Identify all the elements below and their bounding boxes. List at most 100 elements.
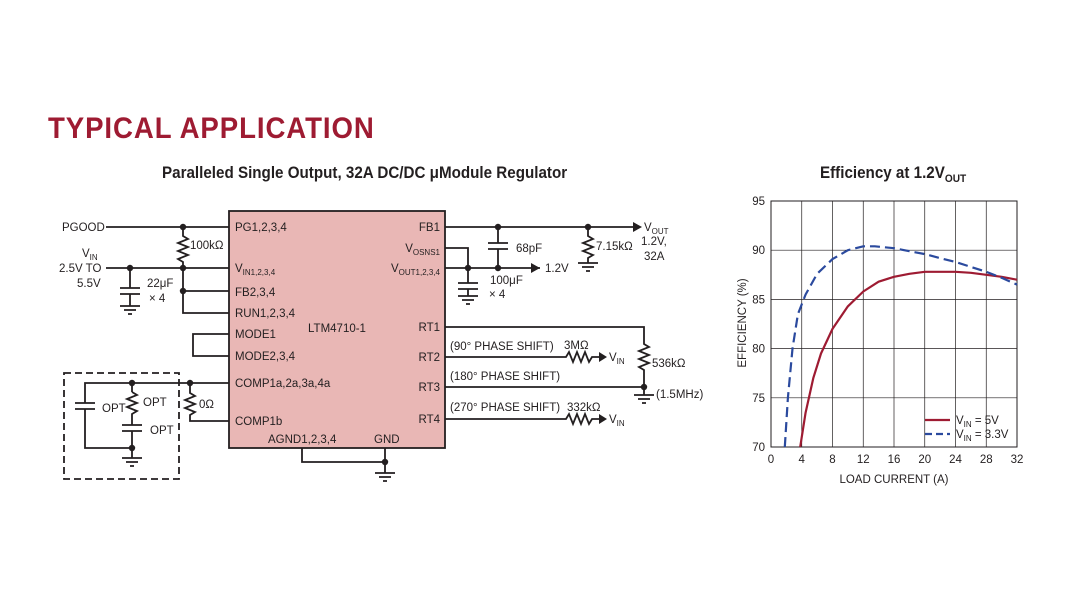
rfb-label: 7.15kΩ <box>596 241 633 253</box>
pin-mode1: MODE1 <box>235 329 276 341</box>
cap-68p <box>488 227 508 268</box>
resistor-opt <box>124 391 140 425</box>
vin-range-1: 2.5V TO <box>59 263 101 275</box>
cff-label: 68pF <box>516 243 542 255</box>
r536k-label: 536kΩ <box>652 358 686 370</box>
series-line <box>799 270 1018 448</box>
pgood-label: PGOOD <box>62 222 105 234</box>
cin-label: 22μF <box>147 278 173 290</box>
pin-mode2: MODE2,3,4 <box>235 351 296 363</box>
freq-label: (1.5MHz) <box>656 389 703 401</box>
ground-main <box>375 472 395 482</box>
y-axis-label: EFFICIENCY (%) <box>737 278 749 367</box>
pin-agnd: AGND1,2,3,4 <box>268 434 337 446</box>
series-line <box>783 245 1018 448</box>
mode-loop <box>192 333 229 357</box>
ground-cout <box>458 295 478 305</box>
pin-comp1b: COMP1b <box>235 416 282 428</box>
y-tick-label: 85 <box>752 294 765 306</box>
vosns-wire <box>445 247 469 268</box>
x-tick-label: 20 <box>918 454 931 466</box>
vout-arrow <box>633 222 642 232</box>
pin-pg: PG1,2,3,4 <box>235 222 287 234</box>
resistor-0ohm <box>182 383 229 422</box>
chart-title-main: Efficiency at 1.2V <box>820 164 945 182</box>
rt4-arrow <box>599 414 607 424</box>
chart-title: Efficiency at 1.2VOUT <box>820 164 966 185</box>
cout-label: 100μF <box>490 275 523 287</box>
vin-range-2: 5.5V <box>77 278 101 290</box>
ground-rfb <box>578 262 598 272</box>
pin-vin: VIN1,2,3,4 <box>235 263 276 277</box>
legend-label: VIN = 5V <box>956 415 999 429</box>
section-heading: TYPICAL APPLICATION <box>48 112 375 145</box>
pin-comp1: COMP1a,2a,3a,4a <box>235 378 331 390</box>
x-tick-label: 28 <box>980 454 993 466</box>
x-tick-label: 24 <box>949 454 962 466</box>
vin-rt2-label: VIN <box>609 352 625 366</box>
pin-vout: VOUT1,2,3,4 <box>391 263 441 277</box>
x-tick-label: 4 <box>799 454 806 466</box>
y-tick-label: 80 <box>752 344 765 356</box>
vout-1v2-arrow <box>531 263 540 273</box>
opt-label-3: OPT <box>150 425 174 437</box>
x-tick-label: 16 <box>888 454 901 466</box>
x-tick-label: 0 <box>768 454 774 466</box>
rt2-wire <box>445 349 599 365</box>
node-gnd <box>381 458 389 466</box>
pin-rt4: RT4 <box>418 414 440 426</box>
ground-opt <box>122 448 142 467</box>
phase90-label: (90° PHASE SHIFT) <box>450 341 554 353</box>
opt-label-2: OPT <box>143 397 167 409</box>
pin-fb2: FB2,3,4 <box>235 287 276 299</box>
r332k-label: 332kΩ <box>567 402 601 414</box>
rt4-wire <box>445 411 599 427</box>
pin-rt3: RT3 <box>418 382 440 394</box>
v-1v2-label: 1.2V <box>545 263 569 275</box>
chart-grid <box>770 200 1018 448</box>
node-vout-cap <box>494 264 502 272</box>
y-tick-label: 95 <box>752 196 765 208</box>
ic-body <box>228 210 446 449</box>
fb2-wire <box>182 268 229 314</box>
x-tick-label: 8 <box>829 454 835 466</box>
y-tick-label: 70 <box>752 442 765 454</box>
ground-cin <box>120 305 140 315</box>
pin-run: RUN1,2,3,4 <box>235 308 296 320</box>
node-opt-top <box>128 379 136 387</box>
vout-value-1: 1.2V, <box>641 236 667 248</box>
pin-vosns: VOSNS1 <box>405 243 440 257</box>
cap-22u <box>120 268 140 306</box>
cap-opt-1 <box>75 402 95 410</box>
vin-label: VIN <box>82 248 98 262</box>
resistor-7k15 <box>580 227 596 263</box>
pin-rt1: RT1 <box>418 322 440 334</box>
node-fb2 <box>179 287 187 295</box>
vout-label: VOUT <box>644 222 669 236</box>
phase270-label: (270° PHASE SHIFT) <box>450 402 560 414</box>
legend-label: VIN = 3.3V <box>956 429 1009 443</box>
chart-series <box>783 245 1018 448</box>
ic-name: LTM4710-1 <box>308 323 366 335</box>
node-rt3 <box>640 383 648 391</box>
cout-count: × 4 <box>489 289 506 301</box>
cin-count: × 4 <box>149 293 166 305</box>
ground-rt <box>634 394 654 404</box>
rt2-arrow <box>599 352 607 362</box>
resistor-100k <box>175 227 191 268</box>
x-tick-label: 12 <box>857 454 870 466</box>
rt1-wire <box>445 326 652 395</box>
x-axis-label: LOAD CURRENT (A) <box>839 474 948 486</box>
opt-label-1: OPT <box>102 403 126 415</box>
r3m-label: 3MΩ <box>564 340 589 352</box>
opt-box <box>63 372 180 480</box>
y-tick-label: 90 <box>752 245 765 257</box>
pin-gnd: GND <box>374 434 400 446</box>
chart-title-sub: OUT <box>944 173 967 185</box>
vout-value-2: 32A <box>644 251 665 263</box>
pin-rt2: RT2 <box>418 352 440 364</box>
